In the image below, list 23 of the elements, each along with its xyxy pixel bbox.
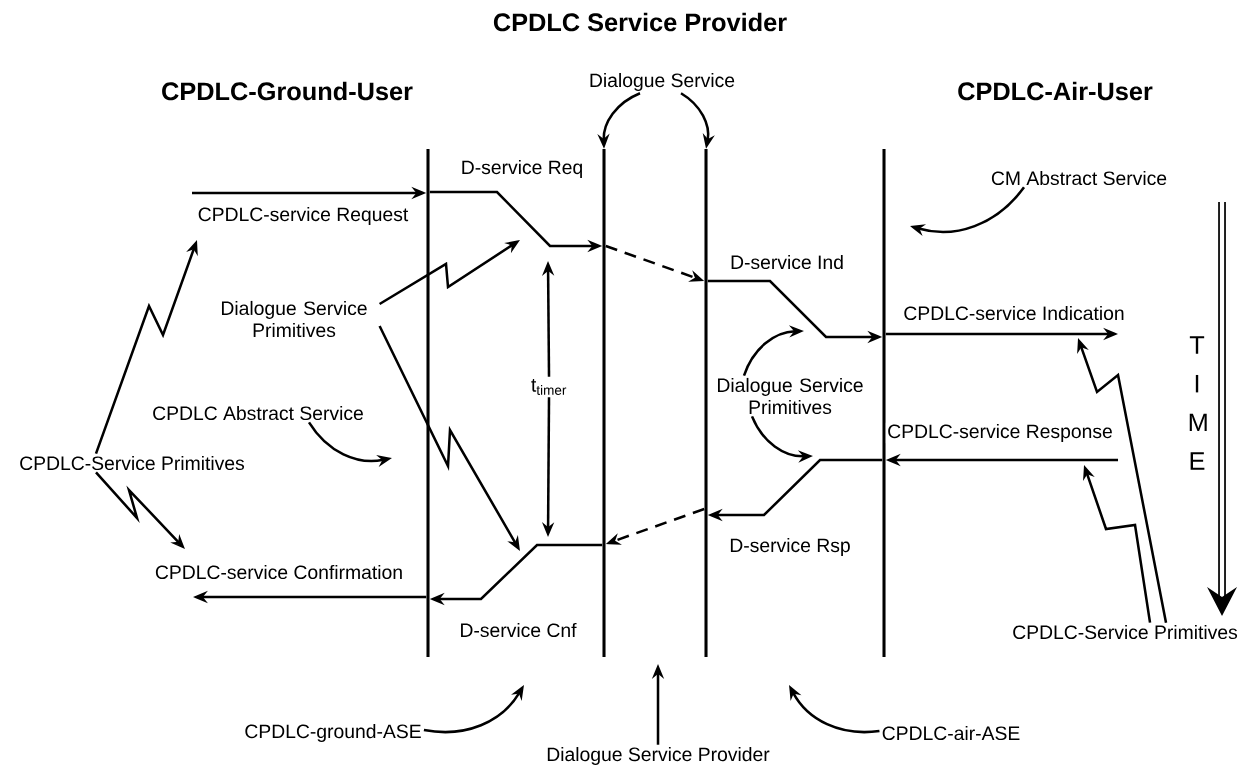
edge-label: D-service Ind: [728, 253, 846, 271]
annotation-text: t$_{timer}$: [531, 379, 567, 395]
annotation-text: CPDLC-Service Primitives: [1013, 624, 1238, 640]
edge-label: D-service Rsp: [728, 536, 853, 558]
lane-heading: CPDLC-Air-User: [958, 81, 1153, 101]
lane-heading: CPDLC-Ground-User: [162, 81, 413, 101]
edge-label: CPDLC-service Confirmation: [153, 563, 405, 581]
edge-label: D-service Cnf: [458, 621, 578, 639]
annotation-text: Dialogue Service Provider: [547, 747, 770, 765]
edge-label: CPDLC-service Indication: [902, 304, 1126, 322]
annotation-text: CM Abstract Service: [991, 170, 1167, 186]
annotation-text: CPDLC-Service Primitives: [20, 455, 245, 471]
edge-label: CPDLC-service Response: [885, 422, 1115, 444]
annotation-text: Dialogue Service Primitives: [222, 300, 367, 338]
edge-label: CPDLC-service Request: [196, 205, 410, 227]
annotation-text: CPDLC-air-ASE: [882, 725, 1020, 741]
annotation-text: CPDLC Abstract Service: [153, 405, 363, 421]
annotation-text: CPDLC-ground-ASE: [245, 724, 421, 742]
time-label: T I M E: [1189, 336, 1207, 470]
diagram-title: CPDLC Service Provider: [493, 12, 787, 32]
edge-label: D-service Req: [459, 158, 585, 180]
annotation-text: Dialogue Service: [590, 73, 735, 91]
annotation-text: Dialogue Service Primitives: [718, 377, 863, 415]
